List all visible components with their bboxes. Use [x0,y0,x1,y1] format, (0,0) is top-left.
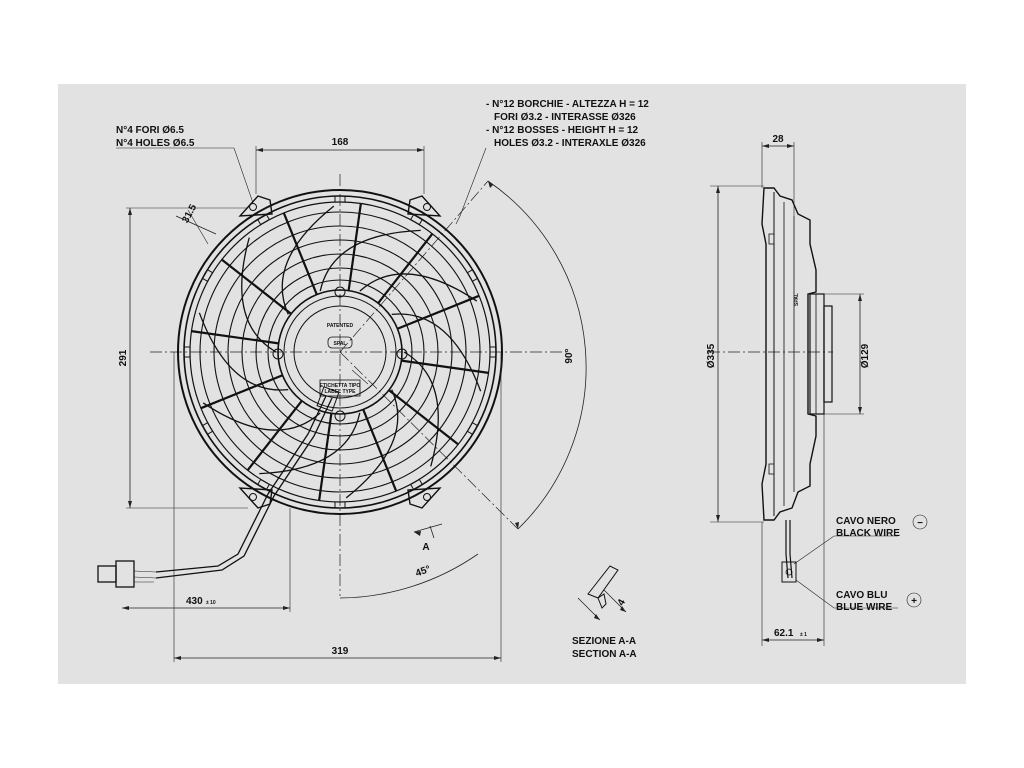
fan-blade-7 [281,205,335,315]
boss-11 [409,213,424,226]
boss-4 [334,501,346,509]
dim-bottom-width: 319 [332,646,349,657]
guard-spoke-11 [377,233,434,304]
dim-angle: 90° [564,348,575,363]
front-dimensions: 168 291 31.5 319 430 ± 10 90° 45° [116,137,587,662]
guard-spokes [191,203,489,501]
section-title-it: SEZIONE A-A [572,636,636,647]
front-cable [155,386,340,579]
section-a-a: 4 SEZIONE A-A SECTION A-A [572,565,637,660]
side-brand-text: SPAL [794,293,800,306]
guard-spoke-12 [397,294,480,330]
boss-5 [256,478,271,491]
dim-section: 4 [616,597,629,608]
guard-spoke-1 [401,359,489,374]
wire-black-sign: − [917,518,923,529]
boss-12 [466,268,479,283]
fan-blade-8 [319,229,421,292]
note-bosses-en-1: - N°12 BOSSES - HEIGHT H = 12 [486,125,639,136]
section-marker-a: A [422,542,429,553]
fan-blade-3 [259,412,361,475]
guard-ring-5 [255,267,425,437]
fan-blade-1 [403,351,439,467]
fan-blade-9 [359,273,478,302]
boss-9 [256,213,271,226]
guard-ring-3 [227,239,453,465]
guard-spoke-5 [246,400,303,471]
guard-ring-6 [267,279,413,425]
fan-side-view: SPAL [761,187,833,583]
guard-spoke-2 [388,389,459,446]
note-bosses-en-2: HOLES Ø3.2 - INTERAXLE Ø326 [494,138,646,149]
guard-ring-2 [213,225,467,479]
connector [97,560,157,588]
wire-blue-sign: + [911,596,917,607]
dim-cable: 430 [186,596,203,607]
fan-blade-10 [391,313,482,392]
dim-diameter-main: Ø335 [706,343,717,368]
hub-brand-text: SPAL [334,341,347,347]
technical-drawing: PATENTED SPAL ETICHETTA TIPO LABEL TYPE … [97,99,928,662]
guard-spoke-4 [318,413,333,501]
dim-side-depth: 28 [772,134,784,145]
guard-spoke-9 [282,212,318,295]
hub-label-text-1: ETICHETTA TIPO [320,383,361,389]
wire-black-en: BLACK WIRE [836,528,900,539]
dim-side-total-tol: ± 1 [800,632,807,638]
bosses [183,195,497,509]
wire-blue-en: BLUE WIRE [836,602,892,613]
dim-cable-tol: ± 10 [206,600,216,606]
boss-7 [183,346,191,358]
guard-spoke-3 [362,409,398,492]
dim-hole-offset: 31.5 [180,202,199,225]
center-lines [150,174,833,596]
dim-diameter-motor: Ø129 [860,343,871,368]
notes: N°4 FORI Ø6.5 N°4 HOLES Ø6.5 - N°12 BORC… [116,99,649,149]
boss-2 [466,421,479,436]
side-dimensions: 28 Ø335 Ø129 62.1 ± 1 [706,134,871,646]
dim-side-total: 62.1 [774,628,794,639]
boss-6 [201,421,214,436]
wire-blue-it: CAVO BLU [836,590,887,601]
hub-patented-text: PATENTED [327,323,354,329]
guard-ring-1 [199,211,481,493]
wire-legend: CAVO NERO BLACK WIRE − CAVO BLU BLUE WIR… [793,514,928,613]
guard-spoke-6 [200,374,283,410]
drawing-sheet: PATENTED SPAL ETICHETTA TIPO LABEL TYPE … [58,84,966,684]
boss-8 [201,268,214,283]
fan-front-view: PATENTED SPAL ETICHETTA TIPO LABEL TYPE [97,189,503,588]
boss-3 [409,478,424,491]
hub-label-text-2: LABEL TYPE [324,389,356,395]
wire-black-it: CAVO NERO [836,516,896,527]
guard-spoke-10 [347,203,362,291]
note-bosses-it-2: FORI Ø3.2 - INTERASSE Ø326 [494,112,636,123]
boss-10 [334,195,346,203]
dim-angle-45: 45° [414,564,432,580]
fan-blade-5 [198,312,289,391]
boss-1 [489,346,497,358]
dim-height: 291 [118,349,129,366]
fan-blades [198,205,482,499]
fan-blade-2 [345,389,399,499]
note-bosses-it-1: - N°12 BORCHIE - ALTEZZA H = 12 [486,99,649,110]
guard-rings [199,211,481,493]
guard-spoke-8 [221,258,292,315]
guard-spoke-7 [191,330,279,345]
fan-blade-6 [241,237,277,353]
section-title-en: SECTION A-A [572,649,637,660]
note-holes-en: N°4 HOLES Ø6.5 [116,138,195,149]
guard-ring-4 [241,253,439,451]
note-holes-it: N°4 FORI Ø6.5 [116,125,184,136]
fan-blade-4 [202,402,321,431]
dim-top-width: 168 [332,137,349,148]
